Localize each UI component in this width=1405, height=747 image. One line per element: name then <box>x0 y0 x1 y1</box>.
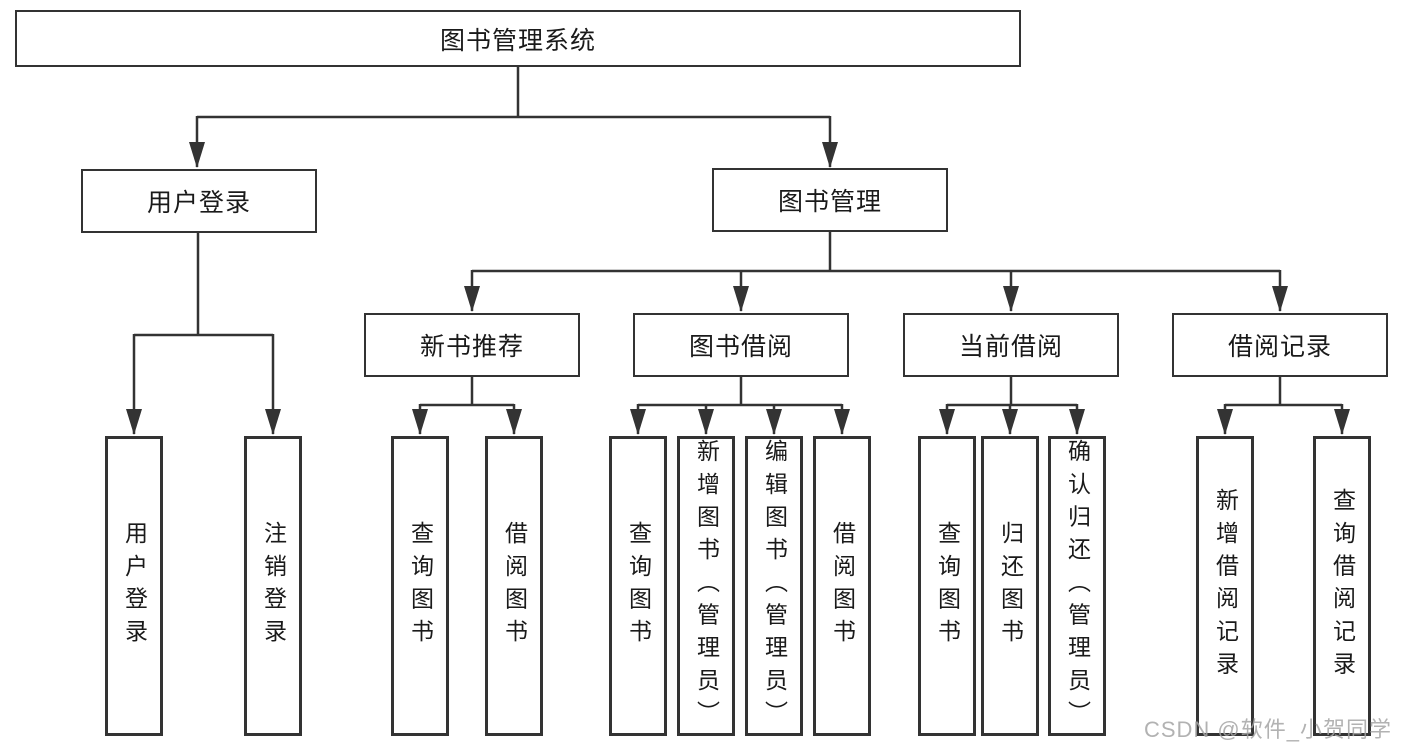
leaf-query-borrow-record: 查询借阅记录 <box>1313 436 1371 736</box>
leaf-query-books-3: 查询图书 <box>918 436 976 736</box>
leaf-label: 查询图书 <box>934 520 961 652</box>
leaf-label: 归还图书 <box>997 520 1024 652</box>
leaf-label: 查询图书 <box>407 520 434 652</box>
leaf-label: 查询借阅记录 <box>1329 488 1356 684</box>
node-current-borrowing: 当前借阅 <box>903 313 1119 377</box>
leaf-edit-books-admin: 编辑图书（管理员） <box>745 436 803 736</box>
leaf-logout: 注销登录 <box>244 436 302 736</box>
node-user-login: 用户登录 <box>81 169 317 233</box>
leaf-borrow-books: 借阅图书 <box>485 436 543 736</box>
leaf-add-borrow-record: 新增借阅记录 <box>1196 436 1254 736</box>
leaf-label: 确认归还（管理员） <box>1064 439 1091 733</box>
leaf-label: 注销登录 <box>260 520 287 652</box>
leaf-borrow-books-2: 借阅图书 <box>813 436 871 736</box>
node-borrowing-records: 借阅记录 <box>1172 313 1388 377</box>
leaf-label: 用户登录 <box>121 520 148 652</box>
leaf-query-books-2: 查询图书 <box>609 436 667 736</box>
leaf-return-books: 归还图书 <box>981 436 1039 736</box>
leaf-label: 新增图书（管理员） <box>693 439 720 733</box>
watermark: CSDN @软件_小贺同学 <box>1143 717 1392 742</box>
node-book-management: 图书管理 <box>712 168 948 232</box>
leaf-user-login: 用户登录 <box>105 436 163 736</box>
leaf-label: 编辑图书（管理员） <box>761 439 788 733</box>
leaf-label: 借阅图书 <box>501 520 528 652</box>
leaf-label: 新增借阅记录 <box>1212 488 1239 684</box>
leaf-query-books: 查询图书 <box>391 436 449 736</box>
leaf-label: 借阅图书 <box>829 520 856 652</box>
node-new-book-recommendation: 新书推荐 <box>364 313 580 377</box>
node-book-borrowing: 图书借阅 <box>633 313 849 377</box>
leaf-confirm-return-admin: 确认归还（管理员） <box>1048 436 1106 736</box>
leaf-label: 查询图书 <box>625 520 652 652</box>
leaf-add-books-admin: 新增图书（管理员） <box>677 436 735 736</box>
node-library-system: 图书管理系统 <box>15 10 1021 67</box>
